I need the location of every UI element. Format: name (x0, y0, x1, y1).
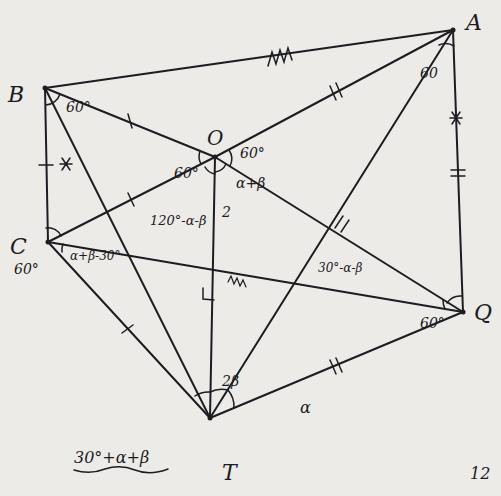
point-name: A (466, 12, 482, 34)
point-name: C (10, 236, 27, 258)
point-name: O (207, 128, 223, 148)
angle-label: 60° (240, 146, 265, 160)
angle-label: 60° (420, 316, 445, 330)
angle-label: α (300, 400, 311, 416)
angle-label: 2 (222, 205, 231, 219)
angle-label: 30°+α+β (74, 450, 149, 466)
angle-label: α+β (236, 176, 265, 190)
angle-label: 60° (174, 166, 199, 180)
angle-label: 60° (14, 262, 39, 276)
partial-note: 12 (470, 466, 490, 482)
angle-label: 60 (420, 66, 438, 80)
angle-label: 2β (222, 374, 239, 388)
angle-label: 60° (66, 100, 91, 114)
angle-label: 30°-α-β (318, 262, 362, 274)
angle-label: α+β-30° (70, 250, 120, 262)
point-name: B (8, 84, 24, 106)
point-name: T (222, 462, 237, 484)
point-name: Q (474, 302, 492, 324)
angle-label: 120°-α-β (150, 214, 206, 227)
